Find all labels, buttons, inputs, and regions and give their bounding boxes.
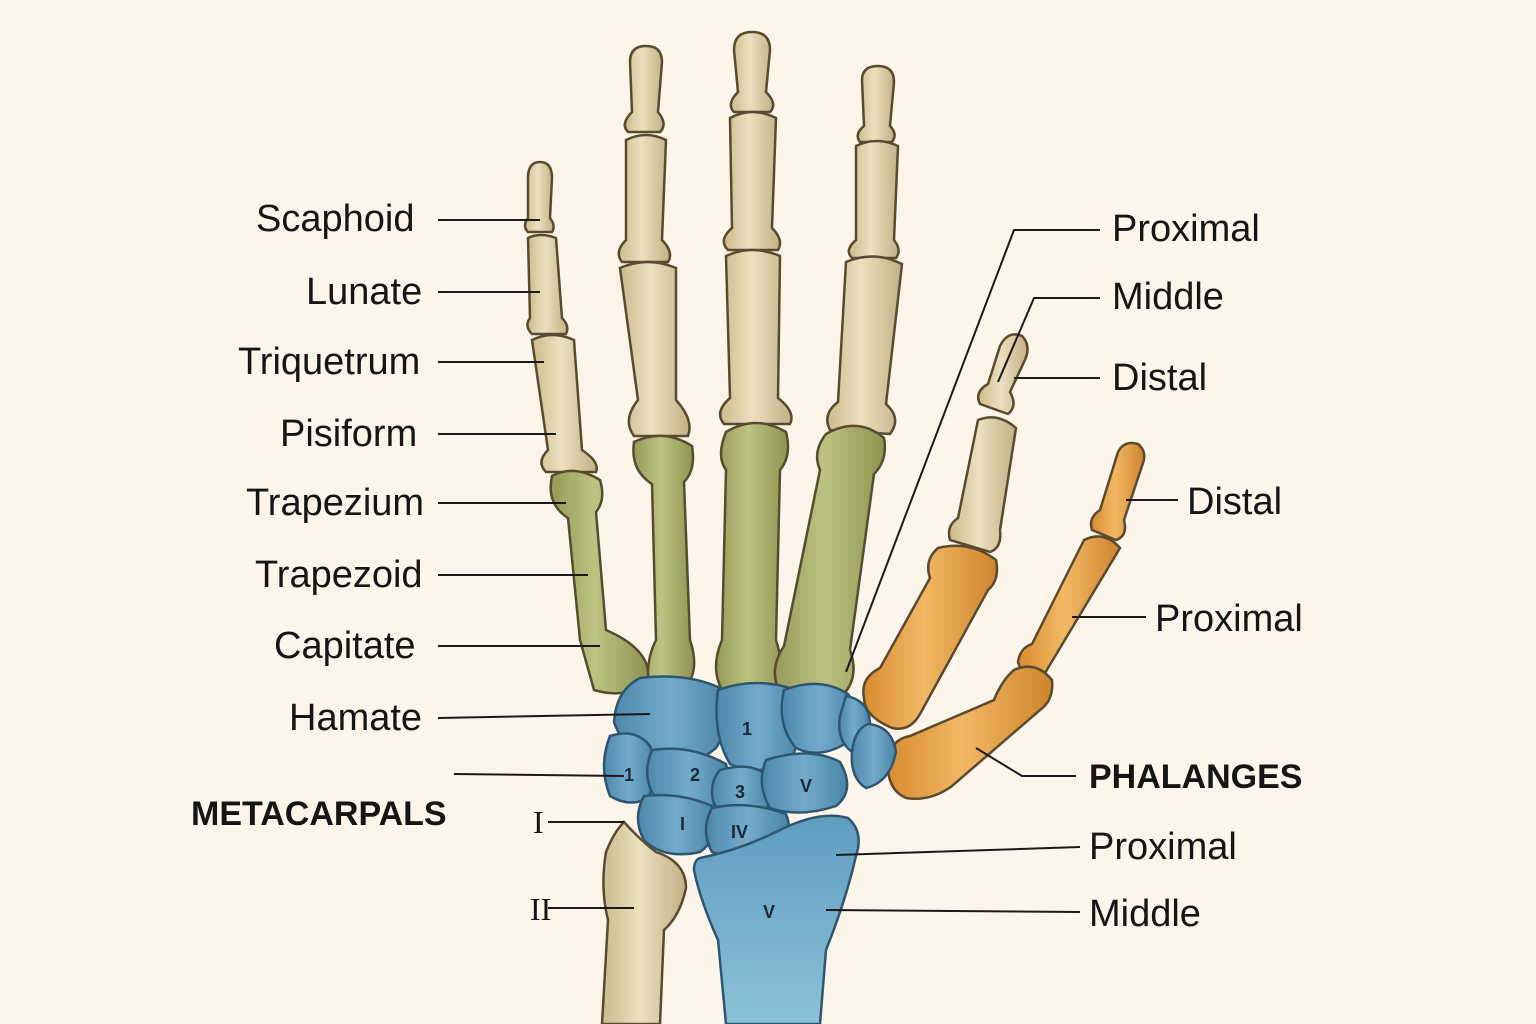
label-roman-i: I xyxy=(533,804,544,840)
label-distal-thumb: Distal xyxy=(1187,481,1283,523)
bone-number-3: 3 xyxy=(735,782,745,802)
bone-number-2: 2 xyxy=(690,765,700,785)
label-capitate: Capitate xyxy=(274,625,416,667)
thumb-upper-digit xyxy=(862,333,1029,730)
label-middle-top: Middle xyxy=(1112,276,1224,318)
thumb xyxy=(886,441,1146,800)
label-proximal-bottom: Proximal xyxy=(1089,826,1237,868)
bone-number-v-radius: V xyxy=(763,902,775,922)
label-hamate: Hamate xyxy=(289,697,423,739)
label-pisiform: Pisiform xyxy=(280,413,418,455)
label-scaphoid: Scaphoid xyxy=(256,198,415,240)
bone-number-i-carpal: I xyxy=(680,814,685,834)
label-proximal-thumb: Proximal xyxy=(1155,598,1303,640)
label-distal-top: Distal xyxy=(1112,357,1208,399)
pinky-finger xyxy=(523,160,650,695)
label-middle-bottom: Middle xyxy=(1089,893,1201,935)
index-finger xyxy=(773,64,904,698)
middle-finger xyxy=(714,30,793,692)
label-roman-ii: II xyxy=(530,891,552,927)
radius-bone xyxy=(692,814,860,1024)
bone-number-iv-carpal: IV xyxy=(731,822,748,842)
bone-number-1-top: 1 xyxy=(742,719,752,739)
label-lunate: Lunate xyxy=(306,271,423,313)
left-leader-lines xyxy=(437,219,651,909)
carpal-bones xyxy=(602,675,898,860)
bone-number-v-carpal: V xyxy=(800,776,812,796)
right-leader-lines xyxy=(825,229,1178,913)
bone-number-1-left: 1 xyxy=(624,765,634,785)
label-metacarpals: METACARPALS xyxy=(191,795,447,833)
label-triquetrum: Triquetrum xyxy=(238,341,421,383)
label-trapezium: Trapezium xyxy=(246,482,425,524)
label-trapezoid: Trapezoid xyxy=(255,554,423,596)
ring-finger xyxy=(617,44,696,692)
label-phalanges: PHALANGES xyxy=(1089,758,1303,796)
label-proximal-top: Proximal xyxy=(1112,208,1260,250)
